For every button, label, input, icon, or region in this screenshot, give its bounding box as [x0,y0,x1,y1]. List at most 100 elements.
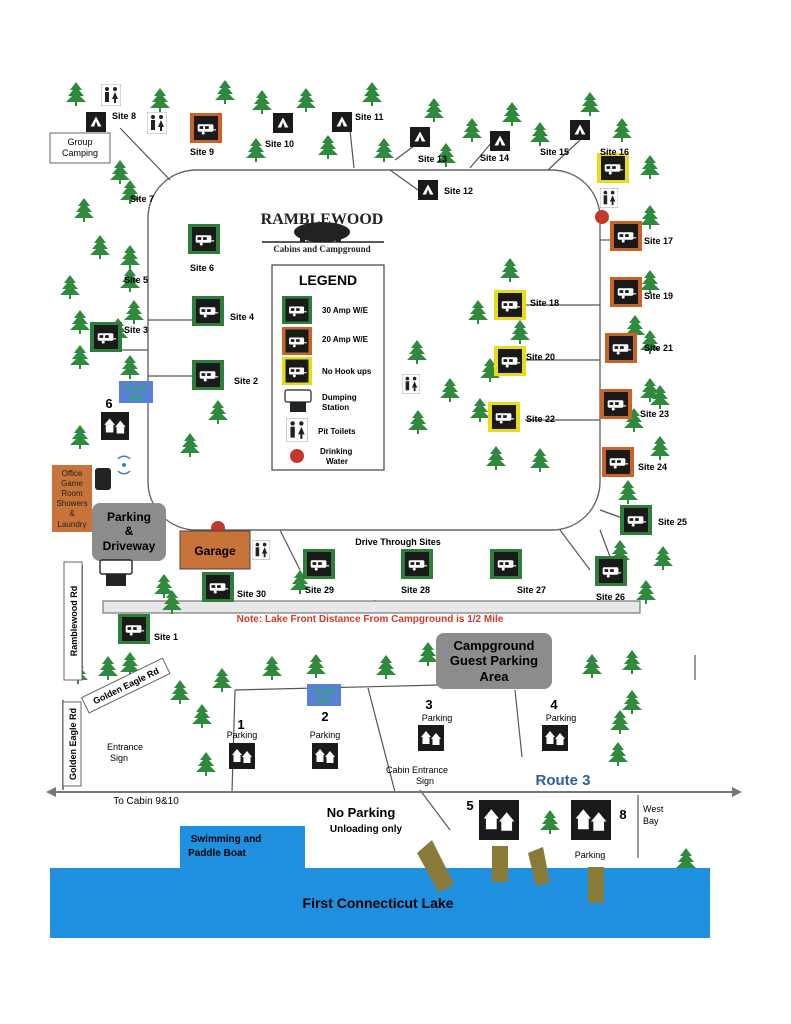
cabin-icon [479,800,519,840]
tree-icon [246,138,266,162]
group-camping-label: Group [67,137,92,147]
legend-dump-label2: Station [322,403,349,412]
site-label: Site 2 [234,376,258,386]
lake-label: First Connecticut Lake [303,895,454,911]
garage [179,530,251,570]
logo-name: RAMBLEWOOD [261,211,384,228]
parking-label: Parking [546,713,577,723]
route-3-arrow-east [732,787,742,797]
site-marker [610,221,642,251]
trash-bin [119,381,153,403]
swimming-area [180,826,305,876]
site-label: Site 5 [124,275,148,285]
site-label: Site 14 [480,153,509,163]
cabins: 1 Parking 2 Parking 3 Parking 4 Parking … [227,697,627,860]
trailer-icon [598,559,624,583]
cabin-entrance-sign-label: Cabin Entrance [386,765,448,775]
site-marker [600,389,632,419]
tree-icon [70,425,90,449]
site-marker [605,333,637,363]
tree-icon [407,340,427,364]
guest-parking-label: Area [480,669,510,684]
site-label: Site 20 [526,352,555,362]
docks [417,840,604,903]
parking-driveway-label: Parking [107,510,151,524]
site-label: Site 22 [526,414,555,424]
cabin-entrance-sign-label: Sign [416,776,434,786]
site-marker [597,153,629,183]
trailer-icon [193,116,219,140]
tree-icon [296,88,316,112]
office-label: & [69,509,75,518]
site-marker [118,614,150,644]
tree-icon [500,258,520,282]
site-marker [192,296,224,326]
swimming-label: Swimming and [191,834,262,845]
trash-bin-label: Bin [318,696,331,705]
tree-icon [90,235,110,259]
entrance-sign-label: Sign [110,753,128,763]
toilet-icon [286,418,308,442]
site-label: Site 21 [644,343,673,353]
cabin-number: 1 [237,717,244,732]
ramblewood-logo: RAMBLEWOOD Cabins and Campground [261,211,384,254]
cabin-icon [418,725,444,751]
group-camping-box [49,132,111,164]
cabin-number: 2 [321,709,328,724]
legend: LEGEND 30 Amp W/E 20 Amp W/E No Hook ups… [271,264,385,471]
tent-icon [410,127,430,147]
site-marker [188,224,220,254]
site-marker [401,549,433,579]
tree-icon [653,546,673,570]
parking-driveway-label: Driveway [103,539,156,553]
tree-icon [408,410,428,434]
tree-icon [470,398,490,422]
trailer-icon [93,325,119,349]
legend-nohookup-label: No Hook ups [322,367,372,376]
trailer-icon [613,280,639,304]
tree-icon [640,205,660,229]
trailer-icon [603,392,629,416]
legend-toilet-label: Pit Toilets [318,427,356,436]
office-label: Office [62,469,83,478]
cabin-6-number: 6 [105,396,112,411]
site-marker [595,556,627,586]
legend-30amp-label: 30 Amp W/E [322,306,369,315]
cabin-number: 3 [425,697,432,712]
tree-icon [612,118,632,142]
water-icon [290,449,304,463]
site-marker [90,322,122,352]
ramblewood-rd-label: Ramblewood Rd [69,586,79,657]
cabin-icon [229,743,255,769]
swimming-label: Paddle Boat [188,848,246,859]
trailer-icon [608,336,634,360]
tree-icon [650,436,670,460]
office-label: Room [61,489,83,498]
tree-icon [486,446,506,470]
tree-icon [462,118,482,142]
trailer-icon [121,617,147,641]
tree-icon [98,656,118,680]
tree-icon [580,92,600,116]
parking-driveway-label: & [125,524,134,538]
legend-water-label2: Water [326,457,348,466]
tree-icon [468,300,488,324]
tree-icon [170,680,190,704]
no-parking-label: No Parking [327,805,396,820]
trailer-icon [205,575,231,599]
site-marker [602,447,634,477]
site-label: Site 9 [190,147,214,157]
tree-icon [212,668,232,692]
guest-parking-label: Campground [454,638,535,653]
legend-water-label: Drinking [320,447,353,456]
trash-bin-label: Bin [130,393,143,402]
site-marker [620,505,652,535]
ramblewood-rd-sign [63,561,83,681]
tree-icon [622,650,642,674]
site-label: Site 17 [644,236,673,246]
logo-tagline: Cabins and Campground [273,244,370,254]
drive-through-label: Drive Through Sites [355,537,441,547]
tree-icon [180,433,200,457]
tree-icon [120,355,140,379]
site-label: Site 27 [517,585,546,595]
